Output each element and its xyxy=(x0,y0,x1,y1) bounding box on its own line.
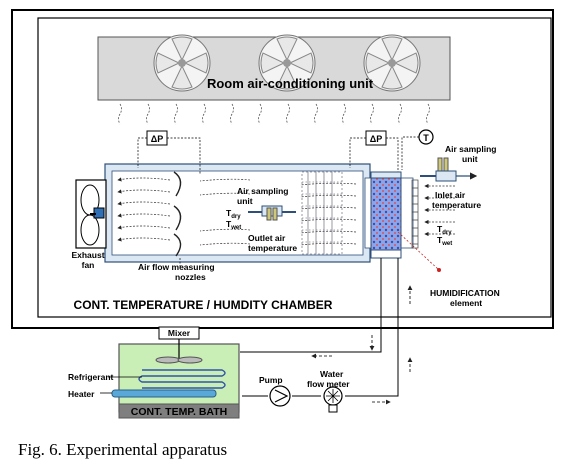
exhaust-fan-icon xyxy=(75,179,107,249)
fan-icon xyxy=(363,34,421,92)
air-sampling-unit-outlet xyxy=(248,205,296,221)
flow-meter-icon xyxy=(323,386,343,413)
inlet-twet-label: Twet xyxy=(437,235,452,247)
outer-frame xyxy=(11,9,554,329)
ac-airflow xyxy=(118,103,430,125)
inlet-tdry-label: Tdry xyxy=(437,224,452,236)
refrigerant-coil xyxy=(138,369,226,389)
humidification-label-2: element xyxy=(450,298,482,308)
mixer-label: Mixer xyxy=(168,328,191,338)
bath-label: CONT. TEMP. BATH xyxy=(131,406,227,418)
exhaust-fan-label-2: fan xyxy=(82,260,95,270)
heater-element xyxy=(100,389,217,398)
mixer: Mixer xyxy=(155,326,203,364)
humidification-label-1: HUMIDIFICATION xyxy=(430,288,500,298)
right-air-sampling-label-2: unit xyxy=(462,154,478,164)
temperature-sensor-icon: T xyxy=(401,129,434,170)
outlet-twet-label: Twet xyxy=(226,219,241,231)
flow-meter-label-1: Water xyxy=(320,369,344,379)
chamber-label: CONT. TEMPERATURE / HUMDITY CHAMBER xyxy=(74,298,333,312)
inlet-airflow xyxy=(424,183,455,237)
delta-p-label-left: ΔP xyxy=(151,134,163,144)
flow-meter-label-2: flow meter xyxy=(307,379,350,389)
fan-icon xyxy=(258,34,316,92)
inlet-air-label-2: temperature xyxy=(432,200,481,210)
air-sampling-unit-label-1: Air sampling xyxy=(237,186,288,196)
outlet-air-label-1: Outlet air xyxy=(248,233,286,243)
inlet-grille xyxy=(411,179,419,249)
outlet-air-label-2: temperature xyxy=(248,243,297,253)
heater-label: Heater xyxy=(68,389,95,399)
refrigerant-label: Refrigerant xyxy=(68,372,114,382)
room-ac-unit: Room air-conditioning unit xyxy=(97,34,451,101)
delta-p-gauge-left: ΔP xyxy=(137,130,201,175)
exhaust-fan-label-1: Exhaust xyxy=(71,250,104,260)
pump-icon xyxy=(269,385,291,407)
right-air-sampling-label-1: Air sampling xyxy=(445,144,496,154)
room-ac-unit-label: Room air-conditioning unit xyxy=(207,76,374,91)
water-piping xyxy=(240,258,399,397)
air-sampling-unit-inlet xyxy=(420,157,478,182)
fan-icon xyxy=(153,34,211,92)
nozzles-label-2: nozzles xyxy=(175,272,206,282)
humidification-element xyxy=(370,171,441,272)
air-sampling-unit-label-2: unit xyxy=(237,196,253,206)
outlet-tdry-label: Tdry xyxy=(226,208,241,220)
delta-p-label-right: ΔP xyxy=(370,134,382,144)
air-flow-nozzles xyxy=(173,171,182,257)
figure-caption: Fig. 6. Experimental apparatus xyxy=(18,440,227,459)
temperature-sensor-label: T xyxy=(423,133,429,143)
nozzles-label-1: Air flow measuring xyxy=(138,262,215,272)
delta-p-gauge-right: ΔP xyxy=(349,130,399,172)
pump-label: Pump xyxy=(259,375,283,385)
chamber-frame xyxy=(37,17,552,318)
inlet-air-label-1: Inlet air xyxy=(435,190,466,200)
flow-straightener-mesh xyxy=(301,171,343,255)
duct-airflow xyxy=(117,177,357,246)
flow-direction-arrows xyxy=(311,285,413,405)
